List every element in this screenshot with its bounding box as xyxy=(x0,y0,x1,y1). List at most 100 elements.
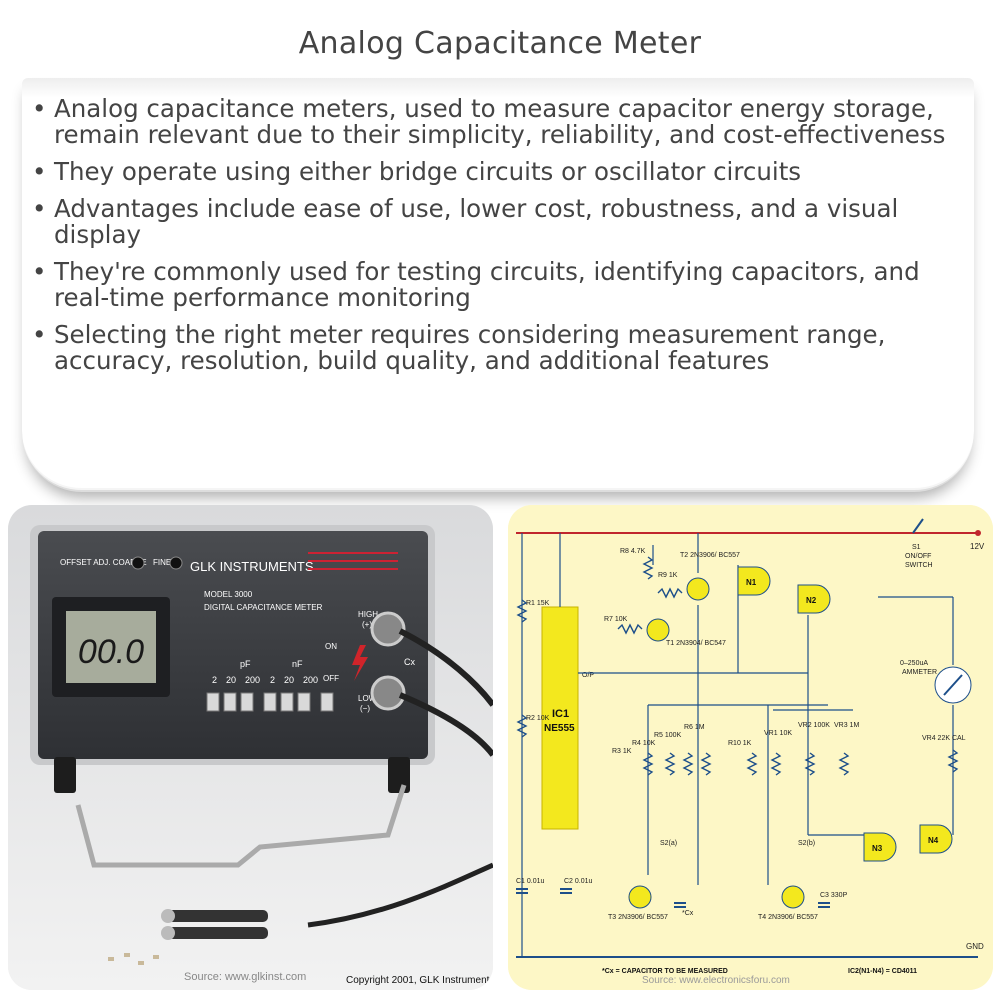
ic1-ne555 xyxy=(541,606,579,830)
range-value: 200 xyxy=(245,675,260,685)
page-title: Analog Capacitance Meter xyxy=(298,26,702,61)
switch-desc: ON/OFF xyxy=(905,553,931,560)
part-label: VR1 10K xyxy=(764,730,792,737)
range-button[interactable] xyxy=(240,692,254,712)
part-label: VR2 100K xyxy=(798,722,830,729)
coarse-knob[interactable] xyxy=(131,556,145,570)
circuit-schematic: 12V GND S1 ON/OFF SWITCH IC1 NE555 O/P xyxy=(508,505,993,990)
part-label: S2(b) xyxy=(798,840,815,847)
model-label: MODEL 3000 xyxy=(204,590,253,599)
low-label: LOW xyxy=(358,694,377,703)
pot-vr2 xyxy=(804,752,816,776)
range-button[interactable] xyxy=(263,692,277,712)
product-label: DIGITAL CAPACITANCE METER xyxy=(204,603,323,612)
resistor-r7 xyxy=(617,623,643,635)
pot-vr1 xyxy=(770,752,782,776)
source-credit: Source: www.electronicsforu.com xyxy=(642,975,790,986)
gate-label: N1 xyxy=(746,578,757,587)
footnote-cx: *Cx = CAPACITOR TO BE MEASURED xyxy=(602,968,728,975)
high-sign: (+) xyxy=(362,620,372,629)
gate-n2 xyxy=(797,584,831,614)
high-terminal[interactable] xyxy=(370,611,406,647)
part-label: T4 2N3906/ BC557 xyxy=(758,914,818,921)
nf-label: nF xyxy=(292,659,303,669)
ammeter-word: AMMETER xyxy=(902,669,937,676)
bullet-item: They're commonly used for testing circui… xyxy=(22,259,962,311)
transistor-t3 xyxy=(628,885,652,909)
ic1-name: IC1 xyxy=(552,708,569,720)
gate-label: N3 xyxy=(872,844,883,853)
part-label: R3 1K xyxy=(612,748,632,755)
copyright-label: Copyright 2001, GLK Instruments xyxy=(346,975,493,986)
part-label: R4 10K xyxy=(632,740,656,747)
resistor-r9 xyxy=(657,587,683,599)
lightning-icon xyxy=(352,645,368,681)
meter-photo: 00.0 OFFSET ADJ. COARSE FINE GLK INSTRUM… xyxy=(8,505,493,990)
ammeter-range: 0–250uA xyxy=(900,660,928,667)
range-value: 2 xyxy=(212,675,217,685)
meter-illustration: 00.0 OFFSET ADJ. COARSE FINE GLK INSTRUM… xyxy=(8,505,493,990)
op-label: O/P xyxy=(582,672,594,679)
part-label: T1 2N3904/ BC547 xyxy=(666,640,726,647)
gate-n4 xyxy=(919,824,953,854)
transistor-t1 xyxy=(646,618,670,642)
fine-knob[interactable] xyxy=(169,556,183,570)
bullet-item: Selecting the right meter requires consi… xyxy=(22,322,962,374)
bullet-item: Analog capacitance meters, used to measu… xyxy=(22,96,962,148)
power-button[interactable] xyxy=(320,692,334,712)
supply-label: 12V xyxy=(970,542,985,551)
ic1-part: NE555 xyxy=(544,723,575,734)
part-label: S2(a) xyxy=(660,840,677,847)
part-label: R10 1K xyxy=(728,740,752,747)
part-label: T3 2N3906/ BC557 xyxy=(608,914,668,921)
bullet-item: They operate using either bridge circuit… xyxy=(22,159,962,186)
switch-word: SWITCH xyxy=(905,562,933,569)
ground-label: GND xyxy=(966,942,984,951)
lcd-reading: 00.0 xyxy=(78,633,144,671)
off-label: OFF xyxy=(323,674,339,683)
range-value: 20 xyxy=(226,675,236,685)
resistor-r2 xyxy=(516,714,528,738)
resistor-r3 xyxy=(642,752,654,776)
pot-vr4 xyxy=(947,749,959,773)
low-sign: (−) xyxy=(360,704,370,713)
resistor-r1 xyxy=(516,599,528,623)
pf-label: pF xyxy=(240,659,251,669)
part-label: R7 10K xyxy=(604,616,628,623)
gate-n1 xyxy=(737,566,771,596)
footnote-ic: IC2(N1-N4) = CD4011 xyxy=(848,968,917,975)
bullet-item: Advantages include ease of use, lower co… xyxy=(22,196,962,248)
part-label: C2 0.01u xyxy=(564,878,593,885)
part-label: *Cx xyxy=(682,910,694,917)
tilt-stand xyxy=(75,784,407,868)
resistor-r10 xyxy=(746,752,758,776)
on-label: ON xyxy=(325,642,337,651)
bullet-list: Analog capacitance meters, used to measu… xyxy=(22,96,962,385)
range-value: 2 xyxy=(270,675,275,685)
range-button[interactable] xyxy=(280,692,294,712)
gate-n3 xyxy=(863,832,897,862)
high-label: HIGH xyxy=(358,610,378,619)
gate-label: N4 xyxy=(928,836,939,845)
card-top-shade xyxy=(22,78,974,98)
resistor-r4 xyxy=(664,752,676,776)
part-label: R8 4.7K xyxy=(620,548,646,555)
resistor-r5 xyxy=(682,752,694,776)
fine-label: FINE xyxy=(153,558,171,567)
part-label: VR3 1M xyxy=(834,722,859,729)
range-button[interactable] xyxy=(206,692,220,712)
resistor-r6 xyxy=(700,752,712,776)
schematic-diagram: 12V GND S1 ON/OFF SWITCH IC1 NE555 O/P xyxy=(508,505,993,990)
part-label: T2 2N3906/ BC557 xyxy=(680,552,740,559)
range-button[interactable] xyxy=(297,692,311,712)
part-label: VR4 22K CAL xyxy=(922,735,966,742)
part-label: R5 100K xyxy=(654,732,682,739)
range-button[interactable] xyxy=(223,692,237,712)
pot-vr3 xyxy=(838,752,850,776)
on-off-switch xyxy=(912,518,924,534)
low-terminal[interactable] xyxy=(370,675,406,711)
switch-id: S1 xyxy=(912,544,921,551)
resistor-r8 xyxy=(642,556,654,580)
cx-label: Cx xyxy=(404,657,415,667)
part-label: R6 1M xyxy=(684,724,705,731)
